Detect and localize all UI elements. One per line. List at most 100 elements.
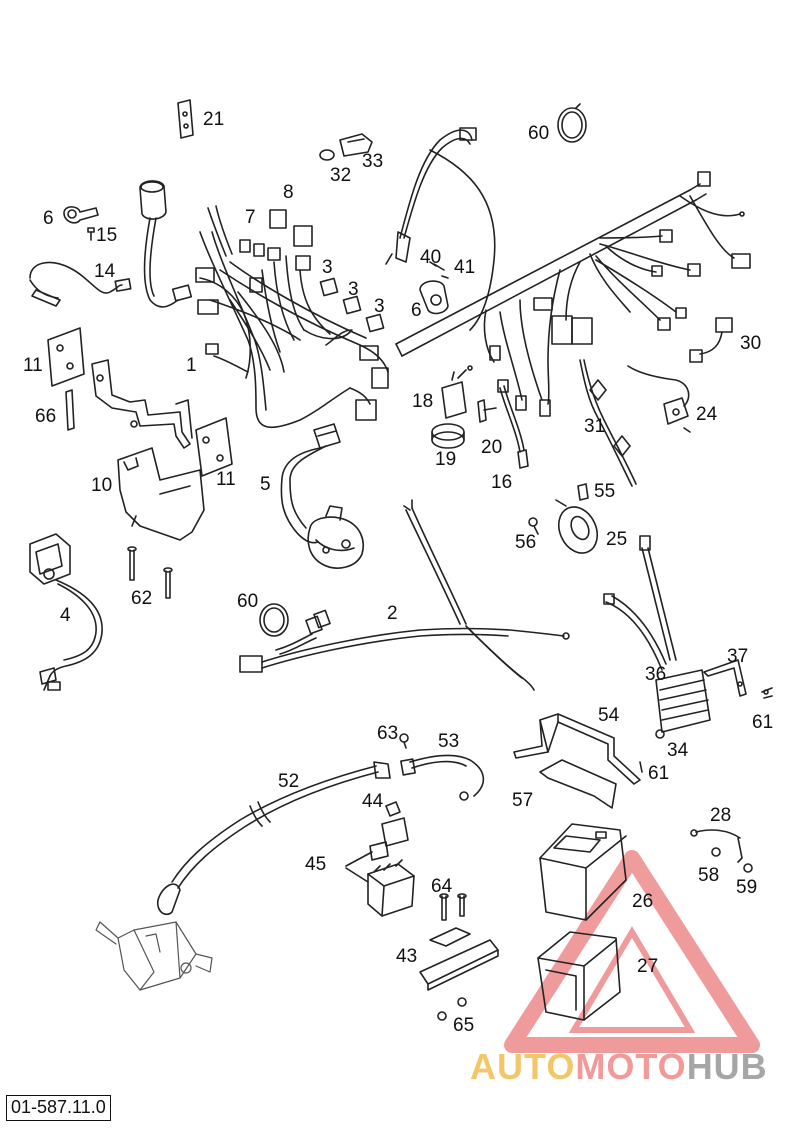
battery-holder-54 bbox=[513, 713, 641, 785]
callout-c1: 1 bbox=[186, 355, 197, 376]
callout-c20: 20 bbox=[481, 437, 503, 458]
callout-c66: 66 bbox=[35, 406, 57, 427]
starter-motor bbox=[95, 921, 213, 991]
callout-c53: 53 bbox=[438, 731, 460, 752]
callout-c5: 5 bbox=[260, 474, 271, 495]
callout-c11a: 11 bbox=[23, 355, 43, 376]
battery-box-27 bbox=[537, 931, 621, 1021]
clip-6-right bbox=[419, 280, 449, 315]
regulator-36 bbox=[603, 535, 711, 733]
main-harness-1 bbox=[195, 205, 389, 428]
callout-c7: 7 bbox=[245, 207, 256, 228]
screw-56 bbox=[528, 517, 539, 535]
relay-18 bbox=[441, 365, 473, 419]
switch-30 bbox=[689, 317, 733, 363]
callout-c34: 34 bbox=[667, 740, 689, 761]
screw-41 bbox=[441, 275, 449, 279]
nut-34 bbox=[655, 729, 665, 739]
callout-c14: 14 bbox=[94, 261, 116, 282]
screw-15 bbox=[87, 227, 95, 241]
bracket-43 bbox=[419, 927, 499, 991]
callout-c25: 25 bbox=[606, 529, 628, 550]
callout-c27: 27 bbox=[637, 956, 659, 977]
callout-c36: 36 bbox=[645, 664, 667, 685]
callout-c15: 15 bbox=[96, 225, 118, 246]
callout-c62: 62 bbox=[131, 588, 153, 609]
bolt-64 bbox=[439, 893, 467, 921]
callout-c63: 63 bbox=[377, 723, 399, 744]
plate-11-upper bbox=[47, 327, 85, 387]
callout-c57: 57 bbox=[512, 790, 534, 811]
callout-c37: 37 bbox=[727, 646, 749, 667]
callout-c31: 31 bbox=[584, 416, 606, 437]
callout-c2: 2 bbox=[387, 603, 398, 624]
clip-55 bbox=[577, 483, 589, 501]
cover-57 bbox=[539, 759, 617, 809]
callout-c4: 4 bbox=[60, 605, 71, 626]
ring-32 bbox=[319, 149, 335, 161]
clamp-60-lower bbox=[259, 603, 289, 637]
switch-24 bbox=[627, 365, 691, 433]
bracket-37 bbox=[703, 659, 747, 697]
callout-c45: 45 bbox=[305, 854, 327, 875]
harness-2 bbox=[239, 499, 570, 691]
callout-c19: 19 bbox=[435, 449, 457, 470]
callout-c8: 8 bbox=[283, 182, 294, 203]
strip-66 bbox=[65, 389, 75, 431]
callout-c3c: 3 bbox=[374, 296, 385, 317]
callout-c56: 56 bbox=[515, 532, 537, 553]
callout-c54: 54 bbox=[598, 705, 620, 726]
bolt-62 bbox=[127, 546, 173, 599]
relay-45 bbox=[345, 841, 415, 917]
callout-c60a: 60 bbox=[528, 123, 550, 144]
callout-c24: 24 bbox=[696, 404, 718, 425]
callout-c18: 18 bbox=[412, 391, 434, 412]
watermark-part-2: MOTO bbox=[575, 1046, 687, 1087]
sensor-14 bbox=[29, 261, 132, 307]
plate-10 bbox=[117, 447, 205, 541]
callout-c58: 58 bbox=[698, 865, 720, 886]
callout-c3b: 3 bbox=[348, 279, 359, 300]
document-number: 01-587.11.0 bbox=[6, 1095, 111, 1121]
screw-61-mid bbox=[639, 761, 643, 773]
part-33 bbox=[339, 133, 373, 157]
cable-52 bbox=[156, 761, 391, 916]
callout-c6b: 6 bbox=[411, 300, 422, 321]
screw-61-right bbox=[761, 687, 773, 699]
callout-c6a: 6 bbox=[43, 208, 54, 229]
callout-c16: 16 bbox=[491, 472, 513, 493]
ring-19 bbox=[431, 423, 465, 449]
watermark-part-1: AUTO bbox=[470, 1046, 576, 1087]
callout-c11b: 11 bbox=[216, 469, 236, 490]
callout-c52: 52 bbox=[278, 771, 300, 792]
callout-c28: 28 bbox=[710, 805, 732, 826]
cable-53 bbox=[400, 754, 485, 801]
callout-c59: 59 bbox=[736, 877, 758, 898]
callout-c21: 21 bbox=[203, 109, 225, 130]
callout-c33: 33 bbox=[362, 151, 384, 172]
screw-40 bbox=[429, 261, 445, 271]
nut-58 bbox=[711, 847, 721, 857]
module-4 bbox=[29, 533, 103, 691]
screw-63 bbox=[399, 733, 409, 749]
callout-c44: 44 bbox=[362, 791, 384, 812]
callout-c30: 30 bbox=[740, 333, 762, 354]
clip-6-left bbox=[63, 206, 99, 224]
plate-11-lower bbox=[195, 417, 233, 477]
bracket-21 bbox=[177, 99, 194, 139]
clamp-60-top bbox=[557, 103, 587, 143]
nut-65 bbox=[437, 997, 467, 1021]
cable-28 bbox=[690, 829, 743, 863]
callout-c61a: 61 bbox=[752, 712, 774, 733]
callout-c40: 40 bbox=[420, 247, 442, 268]
callout-c32: 32 bbox=[330, 165, 352, 186]
callout-c64: 64 bbox=[431, 876, 453, 897]
callout-c65: 65 bbox=[453, 1015, 475, 1036]
callout-c60b: 60 bbox=[237, 591, 259, 612]
relay-5 bbox=[280, 423, 364, 569]
watermark-part-3: HUB bbox=[686, 1046, 768, 1087]
callout-c41: 41 bbox=[454, 257, 476, 278]
callout-c26: 26 bbox=[632, 891, 654, 912]
cable-31 bbox=[579, 359, 637, 487]
